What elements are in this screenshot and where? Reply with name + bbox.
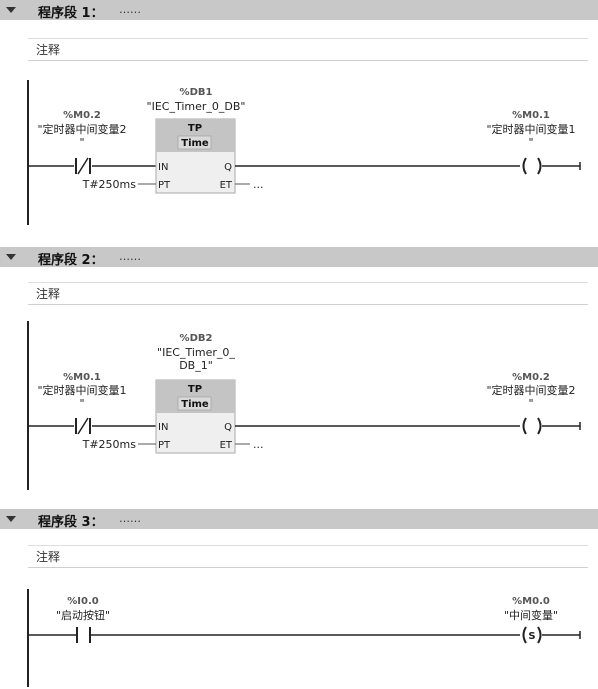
timer-type: TP: [188, 384, 202, 395]
network-1: 程序段 1： …… 注释 %M0.2 "定时器中间变量2 " %DB1 "IEC…: [0, 0, 598, 245]
network-comment-field[interactable]: 注释: [28, 38, 588, 61]
coil-symbol-name: "定时器中间变量2: [486, 383, 575, 397]
comment-placeholder: 注释: [36, 43, 61, 57]
network-title: 程序段 2：: [38, 253, 104, 268]
network-3: 程序段 3： …… 注释 %I0.0 "启动按钮" %M0.0 "中间变量" S: [0, 509, 598, 689]
timer-type: TP: [188, 123, 202, 134]
contact-symbol-name-end: ": [79, 136, 84, 149]
network-title-placeholder[interactable]: ……: [119, 512, 141, 525]
timer-pt-pin: PT: [158, 440, 171, 451]
timer-box[interactable]: [155, 118, 236, 194]
timer-pt-value[interactable]: T#250ms: [82, 178, 137, 191]
network-comment-field[interactable]: 注释: [28, 282, 588, 305]
contact-symbol-name: "定时器中间变量2: [37, 122, 126, 136]
network-title-placeholder[interactable]: ……: [119, 250, 141, 263]
timer-pt-value[interactable]: T#250ms: [82, 438, 137, 451]
contact-symbol-name: "定时器中间变量1: [37, 383, 126, 397]
contact-symbol-name-end: ": [79, 397, 84, 410]
network-title: 程序段 1：: [38, 6, 104, 21]
network-title-placeholder[interactable]: ……: [119, 3, 141, 16]
timer-data-type[interactable]: Time: [181, 399, 209, 410]
output-coil[interactable]: [522, 417, 542, 435]
coil-address: %M0.1: [512, 110, 550, 121]
normally-closed-contact[interactable]: [75, 157, 91, 175]
coil-symbol-name: "定时器中间变量1: [486, 122, 575, 136]
coil-symbol-name-end: ": [528, 397, 533, 410]
normally-open-contact[interactable]: [76, 627, 91, 643]
collapse-triangle-icon[interactable]: [6, 7, 16, 13]
ladder-diagram: %M0.1 "定时器中间变量1 " %DB2 "IEC_Timer_0_ DB_…: [27, 321, 581, 490]
network-2: 程序段 2： …… 注释 %M0.1 "定时器中间变量1 " %DB2 "IEC…: [0, 247, 598, 507]
network-header[interactable]: 程序段 3： ……: [0, 509, 598, 530]
contact-address: %I0.0: [67, 596, 98, 607]
timer-et-value[interactable]: ...: [253, 438, 264, 451]
timer-et-pin: ET: [220, 180, 233, 191]
network-header[interactable]: 程序段 2： ……: [0, 247, 598, 268]
contact-symbol-name: "启动按钮": [56, 608, 110, 622]
timer-q-pin: Q: [224, 422, 232, 433]
timer-db-name-cont[interactable]: DB_1": [179, 359, 213, 372]
contact-address: %M0.1: [63, 372, 101, 383]
timer-pt-pin: PT: [158, 180, 171, 191]
contact-address: %M0.2: [63, 110, 101, 121]
timer-q-pin: Q: [224, 162, 232, 173]
timer-box[interactable]: [155, 379, 236, 454]
comment-placeholder: 注释: [36, 550, 61, 564]
coil-address: %M0.2: [512, 372, 550, 383]
ladder-diagram: %I0.0 "启动按钮" %M0.0 "中间变量" S: [27, 589, 581, 687]
timer-db-name[interactable]: "IEC_Timer_0_DB": [147, 100, 246, 113]
timer-in-pin: IN: [158, 422, 168, 433]
collapse-triangle-icon[interactable]: [6, 516, 16, 522]
collapse-triangle-icon[interactable]: [6, 254, 16, 260]
coil-symbol-name: "中间变量": [504, 608, 558, 622]
network-comment-field[interactable]: 注释: [28, 545, 588, 568]
normally-closed-contact[interactable]: [75, 417, 91, 435]
coil-address: %M0.0: [512, 596, 550, 607]
timer-db-address: %DB2: [180, 333, 213, 344]
network-header[interactable]: 程序段 1： ……: [0, 0, 598, 21]
ladder-diagram: %M0.2 "定时器中间变量2 " %DB1 "IEC_Timer_0_DB" …: [27, 80, 581, 225]
coil-symbol-name-end: ": [528, 136, 533, 149]
timer-db-name[interactable]: "IEC_Timer_0_: [157, 346, 235, 359]
timer-db-address: %DB1: [180, 87, 213, 98]
comment-placeholder: 注释: [36, 287, 61, 301]
timer-data-type[interactable]: Time: [181, 138, 209, 149]
network-title: 程序段 3：: [38, 515, 104, 530]
timer-et-pin: ET: [220, 440, 233, 451]
output-coil[interactable]: [522, 157, 542, 175]
coil-set-symbol: S: [528, 631, 535, 642]
set-coil[interactable]: [522, 626, 542, 644]
timer-et-value[interactable]: ...: [253, 178, 264, 191]
timer-in-pin: IN: [158, 162, 168, 173]
